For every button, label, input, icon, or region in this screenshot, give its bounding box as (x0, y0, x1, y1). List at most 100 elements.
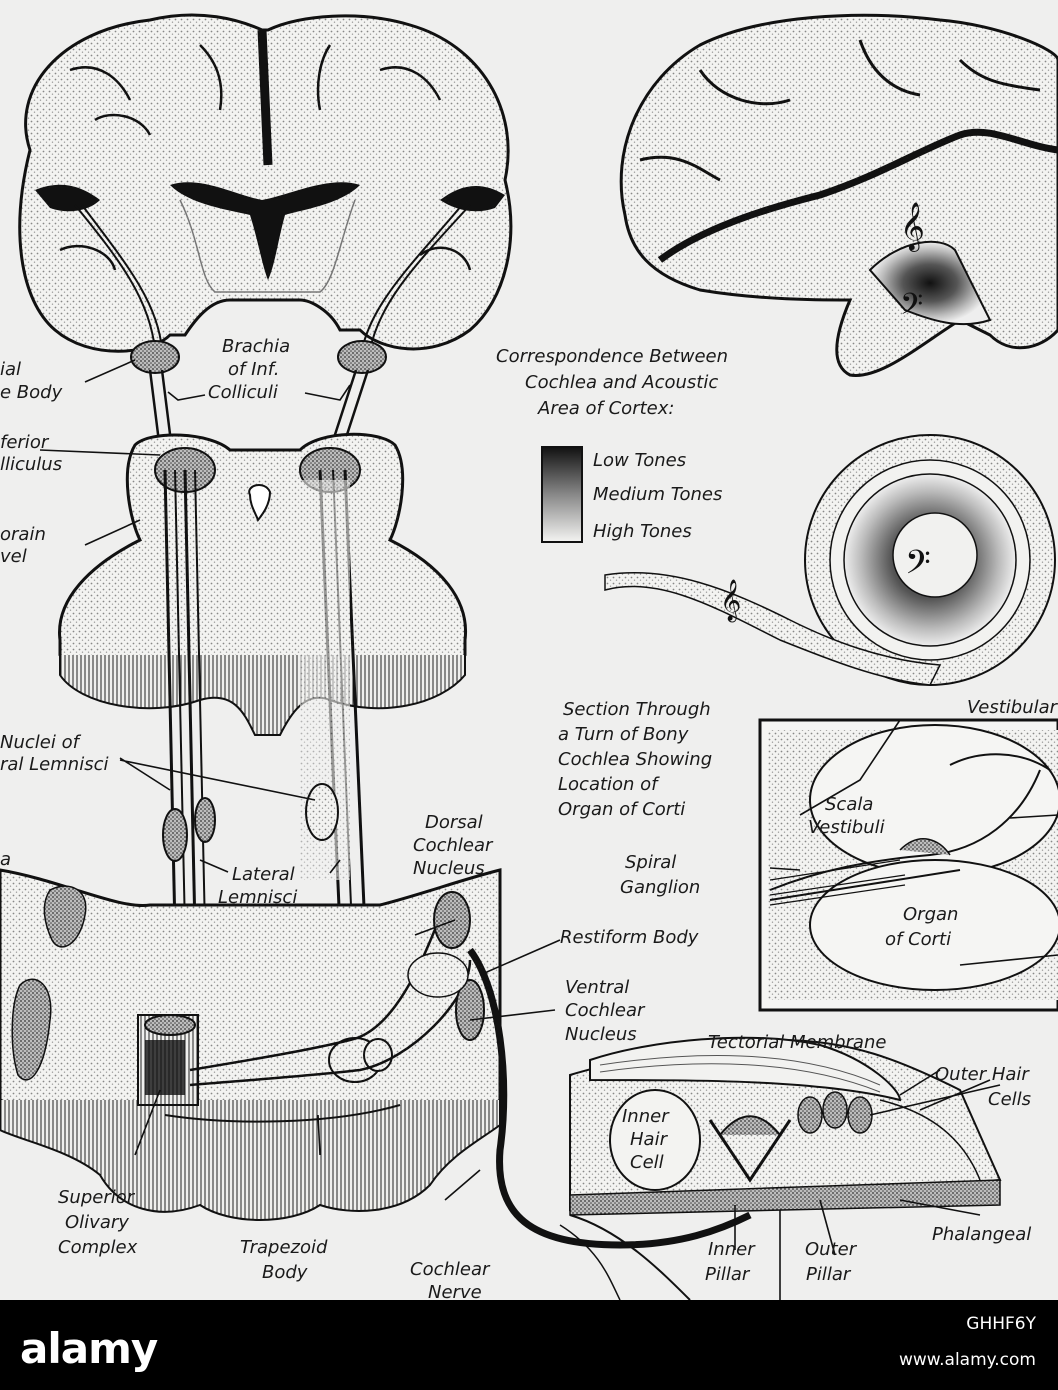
label-ventral-cochlear-2: Cochlear (565, 1000, 646, 1021)
label-inferior-colliculus-2: lliculus (0, 454, 62, 475)
label-lateral-lemnisci-2: Lemnisci (218, 887, 297, 908)
svg-text:Organ of Corti: Organ of Corti (558, 799, 685, 820)
svg-text:lliculus: lliculus (0, 454, 62, 475)
label-vestibular: Vestibular (967, 697, 1058, 718)
svg-text:Restiform Body: Restiform Body (560, 927, 699, 948)
label-outer-hair-1: Outer Hair (935, 1064, 1030, 1085)
label-correspondence-3: Area of Cortex: (537, 398, 674, 419)
label-medial-geniculate-2: e Body (0, 382, 63, 403)
label-section-2: a Turn of Bony (558, 724, 689, 745)
label-inferior-colliculus-1: ferior (0, 432, 50, 453)
svg-text:Organ: Organ (903, 904, 958, 925)
label-brachia-3: Colliculi (208, 382, 278, 403)
svg-text:Cochlear: Cochlear (413, 835, 494, 856)
lateral-lemniscus-nucleus-left-2 (194, 797, 216, 843)
svg-text:𝄞: 𝄞 (720, 579, 741, 622)
label-restiform-body: Restiform Body (560, 927, 699, 948)
medulla-section (0, 868, 502, 1221)
label-scala-vestibuli-1: Scala (825, 794, 873, 815)
svg-text:Nerve: Nerve (428, 1282, 482, 1300)
svg-text:vel: vel (0, 546, 27, 567)
svg-text:High Tones: High Tones (593, 521, 692, 542)
auditory-pathway-diagram: 𝄞 𝄢 𝄢 𝄞 (0, 13, 1058, 1300)
svg-text:Complex: Complex (58, 1237, 138, 1258)
label-outer-pillar-1: Outer (805, 1239, 858, 1260)
svg-text:Nucleus: Nucleus (565, 1024, 637, 1045)
label-midbrain-2: vel (0, 546, 27, 567)
svg-text:Location of: Location of (558, 774, 660, 795)
label-dorsal-cochlear-2: Cochlear (413, 835, 494, 856)
label-inner-hair-2: Hair (630, 1129, 669, 1150)
svg-text:ral Lemnisci: ral Lemnisci (0, 754, 108, 775)
svg-text:Olivary: Olivary (65, 1212, 129, 1233)
medial-geniculate-right (337, 340, 387, 374)
legend-low-tones: Low Tones (593, 450, 686, 471)
label-organ-corti-1: Organ (903, 904, 958, 925)
label-lateral-lemnisci-1: Lateral (232, 864, 295, 885)
svg-text:of Corti: of Corti (885, 929, 951, 950)
svg-text:Vestibular: Vestibular (967, 697, 1058, 718)
svg-text:a: a (0, 849, 11, 870)
site-url[interactable]: www.alamy.com (898, 1350, 1036, 1370)
svg-text:Low Tones: Low Tones (593, 450, 686, 471)
label-correspondence-2: Cochlea and Acoustic (525, 372, 718, 393)
svg-text:Inner: Inner (622, 1106, 670, 1127)
svg-text:Brachia: Brachia (222, 336, 290, 357)
svg-text:Pillar: Pillar (806, 1264, 852, 1285)
svg-text:Medium Tones: Medium Tones (593, 484, 722, 505)
svg-text:Body: Body (262, 1262, 308, 1283)
svg-text:Cochlear: Cochlear (410, 1259, 491, 1280)
alamy-logo[interactable]: alamy (20, 1324, 158, 1373)
svg-text:Section Through: Section Through (563, 699, 711, 720)
label-dorsal-cochlear-3: Nucleus (413, 858, 485, 879)
lateral-lemniscus-nucleus-right (305, 783, 339, 841)
svg-text:e Body: e Body (0, 382, 63, 403)
label-ventral-cochlear-1: Ventral (565, 977, 629, 998)
lateral-brain-view: 𝄞 𝄢 (619, 13, 1058, 377)
svg-text:Cell: Cell (630, 1152, 664, 1173)
label-scala-vestibuli-2: Vestibuli (808, 817, 885, 838)
svg-text:Ganglion: Ganglion (620, 877, 700, 898)
label-superior-olivary-1: Superior (58, 1187, 136, 1208)
svg-text:of Inf.: of Inf. (228, 359, 280, 380)
label-tectorial-membrane: Tectorial Membrane (708, 1032, 886, 1053)
svg-text:Spiral: Spiral (625, 852, 676, 873)
label-superior-olivary-3: Complex (58, 1237, 138, 1258)
svg-text:Lateral: Lateral (232, 864, 295, 885)
tone-legend-bar (541, 446, 583, 543)
image-id: GHHF6Y (966, 1314, 1036, 1334)
leader-lines (39, 359, 1058, 1300)
svg-text:Vestibuli: Vestibuli (808, 817, 885, 838)
label-nuclei-lemnisci-1: Nuclei of (0, 732, 82, 753)
svg-text:Lemnisci: Lemnisci (218, 887, 297, 908)
svg-text:𝄢: 𝄢 (905, 544, 931, 590)
cochlea-section-box (758, 718, 1058, 1012)
lateral-lemniscus-nucleus-left (162, 808, 188, 862)
legend-high-tones: High Tones (593, 521, 692, 542)
svg-text:Cochlea and Acoustic: Cochlea and Acoustic (525, 372, 718, 393)
svg-text:𝄢: 𝄢 (900, 288, 923, 329)
svg-text:Scala: Scala (825, 794, 873, 815)
label-spiral-ganglion-1: Spiral (625, 852, 676, 873)
label-brachia-1: Brachia (222, 336, 290, 357)
coronal-brain-section (18, 13, 513, 353)
svg-text:Pillar: Pillar (705, 1264, 751, 1285)
label-phalangeal: Phalangeal (932, 1224, 1031, 1245)
svg-text:Phalangeal: Phalangeal (932, 1224, 1031, 1245)
svg-text:Hair: Hair (630, 1129, 669, 1150)
svg-text:Trapezoid: Trapezoid (240, 1237, 328, 1258)
svg-text:ferior: ferior (0, 432, 50, 453)
medial-geniculate-left (130, 340, 180, 374)
label-midbrain-1: orain (0, 524, 46, 545)
svg-text:Dorsal: Dorsal (425, 812, 483, 833)
label-medulla-fragment: a (0, 849, 11, 870)
label-nuclei-lemnisci-2: ral Lemnisci (0, 754, 108, 775)
label-section-5: Organ of Corti (558, 799, 685, 820)
svg-text:𝄞: 𝄞 (900, 201, 925, 252)
svg-text:Ventral: Ventral (565, 977, 629, 998)
svg-text:Inner: Inner (708, 1239, 756, 1260)
label-organ-corti-2: of Corti (885, 929, 951, 950)
label-inner-pillar-1: Inner (708, 1239, 756, 1260)
label-outer-hair-2: Cells (988, 1089, 1031, 1110)
svg-text:Cells: Cells (988, 1089, 1031, 1110)
